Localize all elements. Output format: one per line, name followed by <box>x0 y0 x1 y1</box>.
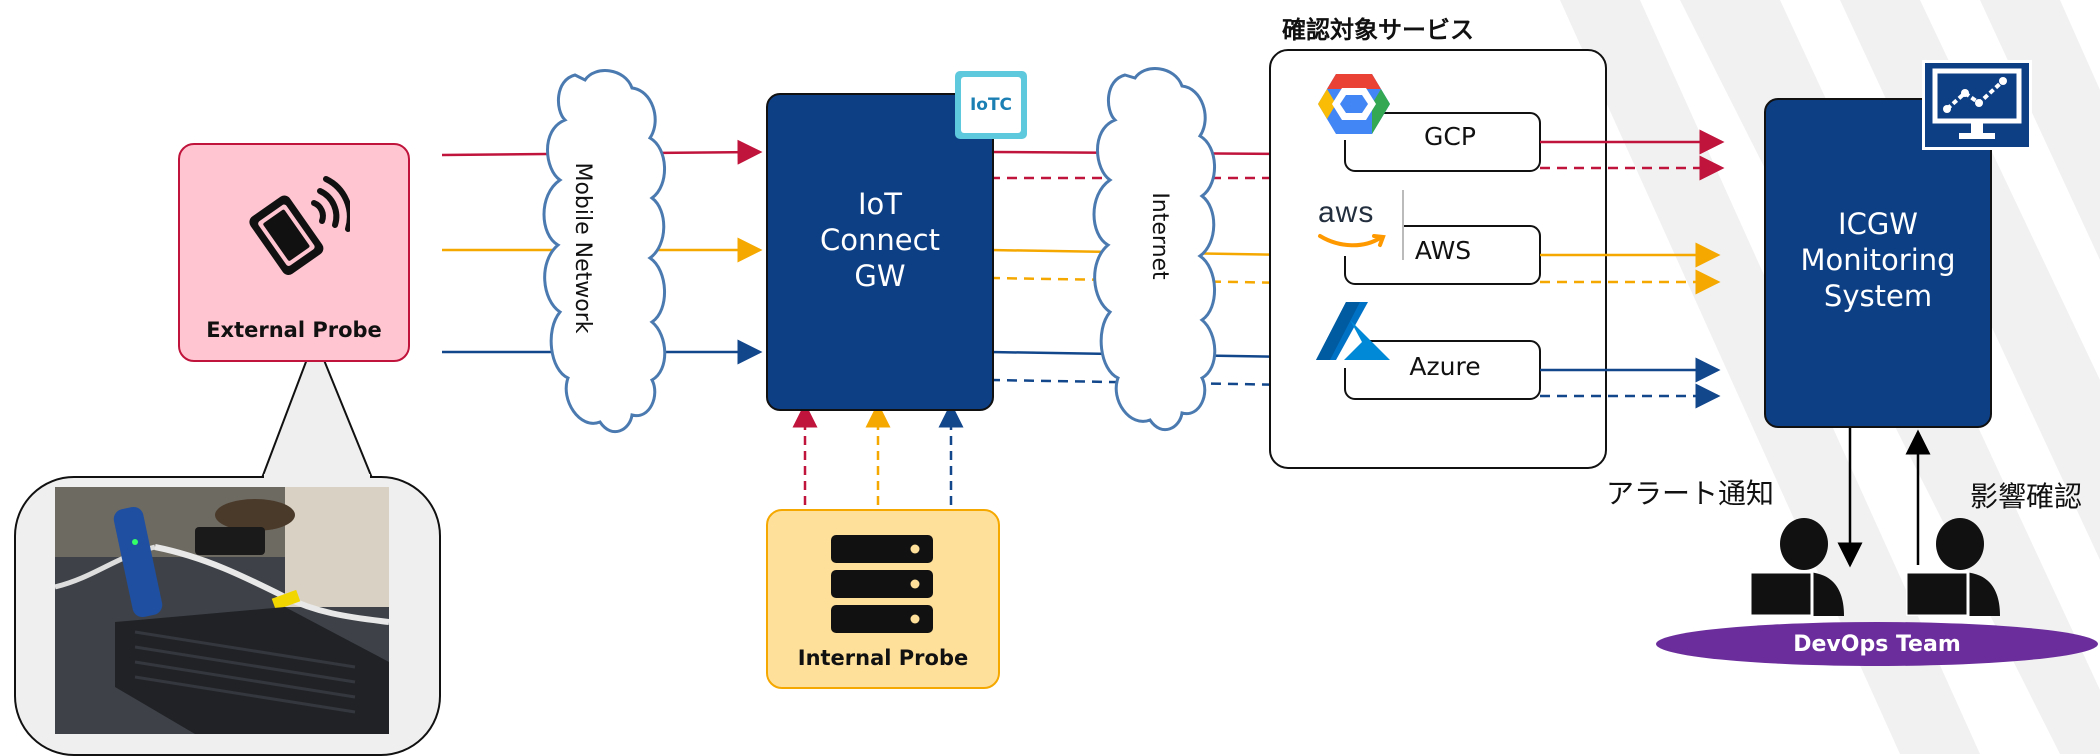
aws-label: AWS <box>1414 235 1472 265</box>
aws-logo-text: aws <box>1318 196 1375 229</box>
monitoring-system-box: ICGW Monitoring System <box>1764 98 1992 428</box>
devops-person-icon-1 <box>1750 518 1844 616</box>
internal-probe-box: Internal Probe <box>766 509 1000 689</box>
devops-person-icon-2 <box>1906 518 2000 616</box>
azure-label: Azure <box>1409 351 1481 381</box>
external-probe-label: External Probe <box>206 318 382 342</box>
wireless-device-icon <box>249 176 350 275</box>
internal-probe-label: Internal Probe <box>797 646 969 670</box>
iotc-badge-icon: IoTC <box>955 71 1027 139</box>
monitor-chart-icon <box>1922 60 2032 150</box>
azure-logo-icon <box>1316 302 1390 360</box>
mobile-network-label: Mobile Network <box>570 162 596 334</box>
iotc-badge-text: IoTC <box>969 95 1013 115</box>
callout-pointer-cover <box>264 474 370 482</box>
aws-logo-icon: aws <box>1316 190 1406 260</box>
iot-connect-gw-label: IoT Connect GW <box>820 187 940 293</box>
devops-team-label: DevOps Team <box>1793 631 1961 657</box>
impact-check-label: 影響確認 <box>1970 480 2083 513</box>
alert-notification-label: アラート通知 <box>1606 477 1775 510</box>
probe-device-photo <box>55 487 389 734</box>
iot-connect-gw-box: IoT Connect GW <box>766 93 994 411</box>
gcp-label: GCP <box>1424 121 1476 151</box>
external-probe-box: External Probe <box>178 143 410 362</box>
mobile-network-cloud <box>542 69 667 434</box>
gcp-hexagon-icon <box>1318 74 1390 134</box>
server-stack-icon <box>831 535 933 633</box>
devops-team-ellipse: DevOps Team <box>1656 622 2098 666</box>
monitoring-system-label: ICGW Monitoring System <box>1800 207 1956 313</box>
internet-label: Internet <box>1147 192 1173 280</box>
internet-cloud <box>1092 67 1217 432</box>
target-services-title: 確認対象サービス <box>1282 16 1474 44</box>
